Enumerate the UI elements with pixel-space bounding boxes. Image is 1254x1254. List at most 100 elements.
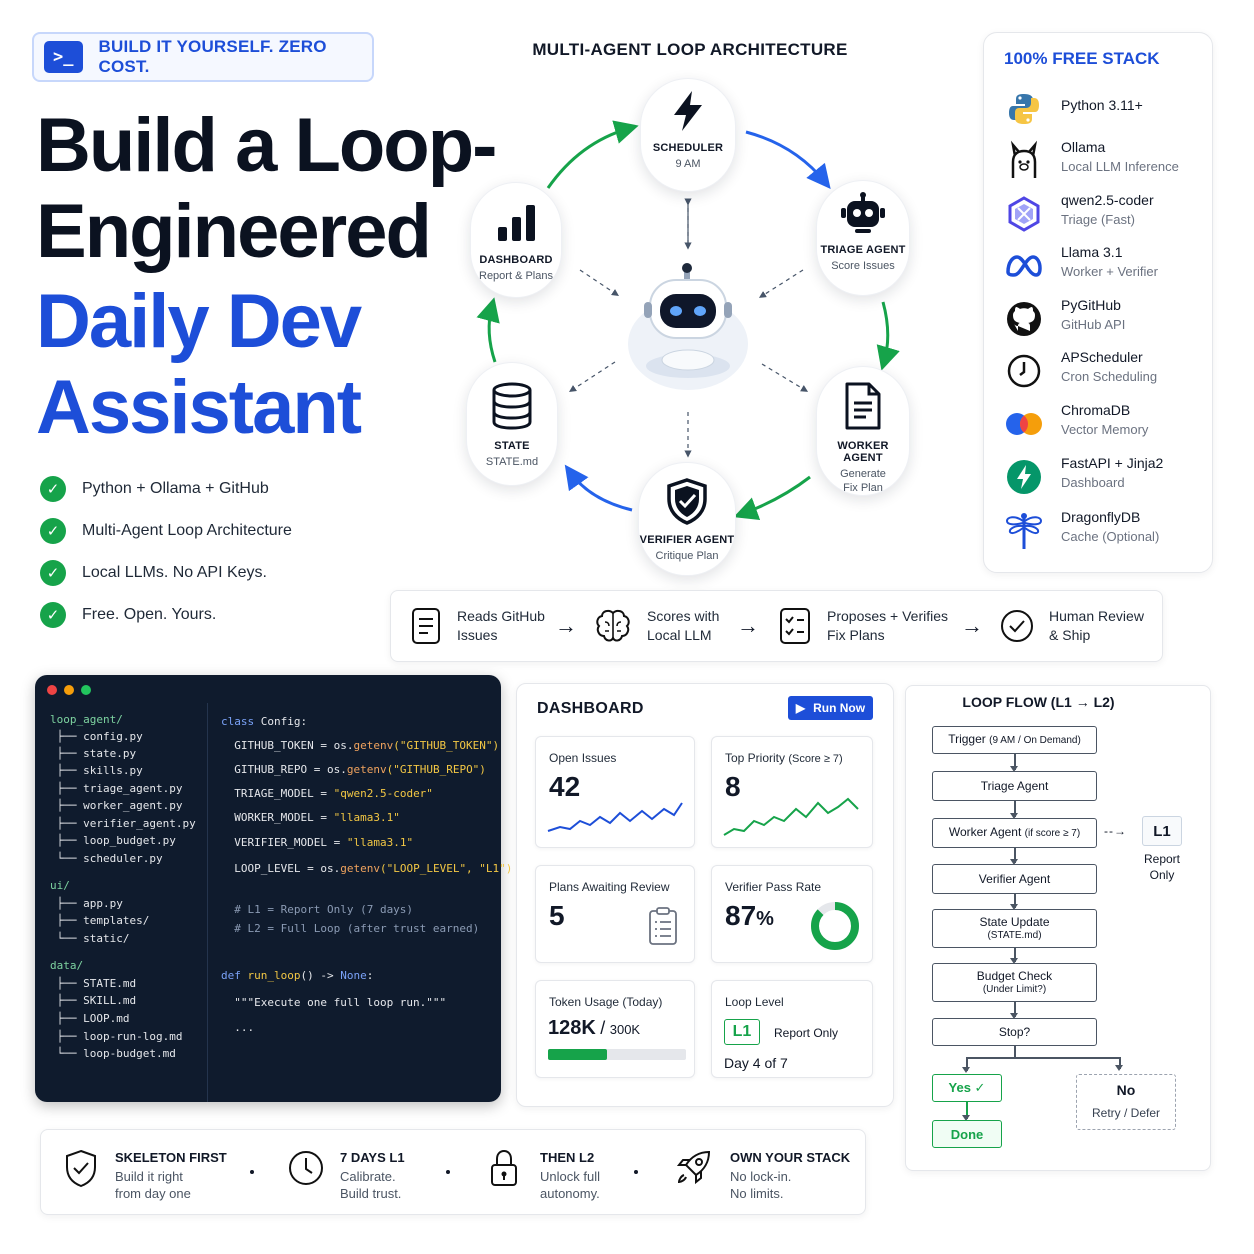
code-function: run_loop bbox=[240, 969, 301, 982]
file-tree-folder[interactable]: ui/ bbox=[50, 879, 70, 892]
dashboard-panel: DASHBOARD ▶Run Now Open Issues 42 Top Pr… bbox=[516, 683, 894, 1107]
level-badge-l1: L1 bbox=[1142, 816, 1182, 846]
principle-line-2: from day one bbox=[115, 1186, 191, 1201]
file-tree-file[interactable]: ├── loop-run-log.md bbox=[50, 1030, 183, 1043]
stack-item-name: DragonflyDB bbox=[1061, 509, 1141, 525]
code-string: ("GITHUB_REPO") bbox=[386, 763, 486, 776]
file-tree-folder[interactable]: data/ bbox=[50, 959, 84, 972]
headline-line-2: Engineered bbox=[36, 189, 432, 274]
node-subtitle: Score Issues bbox=[831, 260, 895, 272]
level-badge-caption-line-1: Report bbox=[1143, 852, 1181, 866]
metric-label-text: Token Usage bbox=[549, 995, 620, 1009]
file-tree-file[interactable]: ├── verifier_agent.py bbox=[50, 817, 196, 830]
check-icon: ✓ bbox=[40, 560, 66, 586]
file-tree-file[interactable]: ├── loop_budget.py bbox=[50, 834, 176, 847]
pass-rate-donut bbox=[811, 902, 859, 950]
metric-label: Loop Level bbox=[725, 995, 784, 1009]
database-icon bbox=[492, 382, 532, 430]
flow-step-label: Trigger bbox=[948, 732, 986, 746]
separator-dot bbox=[446, 1170, 450, 1174]
principle-subtitle: Calibrate.Build trust. bbox=[340, 1168, 401, 1202]
file-tree-file[interactable]: └── static/ bbox=[50, 932, 130, 945]
stack-item: ChromaDB Vector Memory bbox=[1004, 400, 1204, 446]
brain-icon bbox=[596, 609, 630, 642]
file-tree-file[interactable]: ├── config.py bbox=[50, 730, 143, 743]
feature-label: Local LLMs. No API Keys. bbox=[82, 564, 267, 581]
bolt-icon bbox=[1004, 457, 1044, 497]
code-text: () -> bbox=[300, 969, 341, 982]
headline-line-1: Build a Loop- bbox=[36, 103, 497, 188]
stack-item-name: ChromaDB bbox=[1061, 402, 1131, 418]
file-tree-file[interactable]: └── scheduler.py bbox=[50, 852, 163, 865]
code-keyword: def bbox=[221, 969, 241, 982]
node-subtitle: 9 AM bbox=[675, 158, 701, 170]
metric-label: Plans Awaiting Review bbox=[549, 880, 670, 894]
node-scheduler: SCHEDULER 9 AM bbox=[640, 78, 736, 192]
principle-title: OWN YOUR STACK bbox=[730, 1150, 851, 1165]
stack-item-name: Llama 3.1 bbox=[1061, 244, 1123, 260]
metric-plans-awaiting: Plans Awaiting Review 5 bbox=[535, 865, 695, 963]
stack-item-name: FastAPI + Jinja2 bbox=[1061, 455, 1164, 471]
central-robot bbox=[626, 254, 750, 394]
clipboard-icon bbox=[649, 907, 677, 945]
code-comment: # L2 = Full Loop (after trust earned) bbox=[221, 922, 480, 935]
stack-item-name: Python 3.11+ bbox=[1061, 97, 1143, 113]
principle-title: SKELETON FIRST bbox=[115, 1150, 227, 1165]
token-progress-track bbox=[548, 1049, 686, 1060]
metric-token-usage: Token Usage (Today) 128K / 300K bbox=[535, 980, 695, 1078]
window-minimize-dot[interactable] bbox=[64, 685, 74, 695]
arrow-right-icon: → bbox=[961, 613, 983, 638]
node-dashboard: DASHBOARD Report & Plans bbox=[470, 182, 562, 298]
window-maximize-dot[interactable] bbox=[81, 685, 91, 695]
flow-no-subtitle: Retry / Defer bbox=[1091, 1106, 1160, 1120]
file-tree-file[interactable]: └── loop-budget.md bbox=[50, 1047, 176, 1060]
file-tree-file[interactable]: ├── state.py bbox=[50, 747, 137, 760]
rocket-icon bbox=[676, 1150, 711, 1185]
file-tree-file[interactable]: ├── templates/ bbox=[50, 914, 150, 927]
metric-value: 128K / 300K bbox=[548, 1017, 640, 1040]
sparkline-top-priority bbox=[723, 797, 859, 836]
principle-line-2: Build trust. bbox=[340, 1186, 402, 1201]
metric-label-text: Top Priority bbox=[725, 751, 786, 765]
metric-label: Open Issues bbox=[549, 751, 617, 765]
principle-item: SKELETON FIRST Build it right from day on… bbox=[63, 1148, 227, 1201]
code-line: WORKER_MODEL = "llama3.1" bbox=[221, 811, 400, 824]
metric-label-qualifier: (Today) bbox=[622, 995, 663, 1009]
badge-label: BUILD IT YOURSELF. ZERO COST. bbox=[98, 37, 327, 76]
file-tree-file[interactable]: ├── LOOP.md bbox=[50, 1012, 130, 1025]
stack-item-subtitle: Cron Scheduling bbox=[1061, 369, 1158, 384]
code-string: ("GITHUB_TOKEN") bbox=[393, 739, 500, 752]
code-text: TRIAGE_MODEL = bbox=[221, 787, 334, 800]
flow-arrow bbox=[963, 1102, 969, 1121]
branch-stem bbox=[1014, 1046, 1016, 1058]
file-tree-file[interactable]: ├── SKILL.md bbox=[50, 994, 137, 1007]
file-tree-file[interactable]: ├── worker_agent.py bbox=[50, 799, 183, 812]
stack-item-subtitle: Triage (Fast) bbox=[1061, 212, 1135, 227]
flow-yes-box: Yes ✓ bbox=[932, 1074, 1002, 1102]
flow-step-label: Budget Check bbox=[976, 968, 1053, 983]
code-text: GITHUB_REPO = os. bbox=[221, 763, 347, 776]
node-title: TRIAGE AGENT bbox=[820, 244, 906, 256]
file-tree-file[interactable]: ├── app.py bbox=[50, 897, 123, 910]
run-now-button[interactable]: ▶Run Now bbox=[788, 696, 873, 720]
file-tree-file[interactable]: ├── STATE.md bbox=[50, 977, 137, 990]
header-badge: >_ BUILD IT YOURSELF. ZERO COST. bbox=[32, 32, 374, 82]
file-tree-file[interactable]: ├── triage_agent.py bbox=[50, 782, 183, 795]
free-stack-panel: 100% FREE STACK Python 3.11+ Ollama Loca… bbox=[983, 32, 1213, 573]
clock-icon bbox=[289, 1151, 323, 1185]
file-tree-file[interactable]: ├── skills.py bbox=[50, 764, 143, 777]
code-line: VERIFIER_MODEL = "llama3.1" bbox=[221, 836, 413, 849]
pipeline-step-label: Human Review& Ship bbox=[1049, 607, 1144, 645]
window-close-dot[interactable] bbox=[47, 685, 57, 695]
shield-icon bbox=[66, 1149, 96, 1188]
check-circle-icon bbox=[1001, 610, 1033, 642]
code-line: class Config: bbox=[221, 715, 307, 728]
document-icon bbox=[845, 382, 881, 430]
flow-arrow bbox=[1011, 754, 1017, 772]
principle-line-1: Build it right bbox=[115, 1169, 183, 1184]
code-text: WORKER_MODEL = bbox=[221, 811, 334, 824]
node-subtitle-line-1: Generate bbox=[840, 468, 886, 480]
stack-item-name: PyGitHub bbox=[1061, 297, 1121, 313]
file-tree-folder[interactable]: loop_agent/ bbox=[50, 713, 123, 726]
